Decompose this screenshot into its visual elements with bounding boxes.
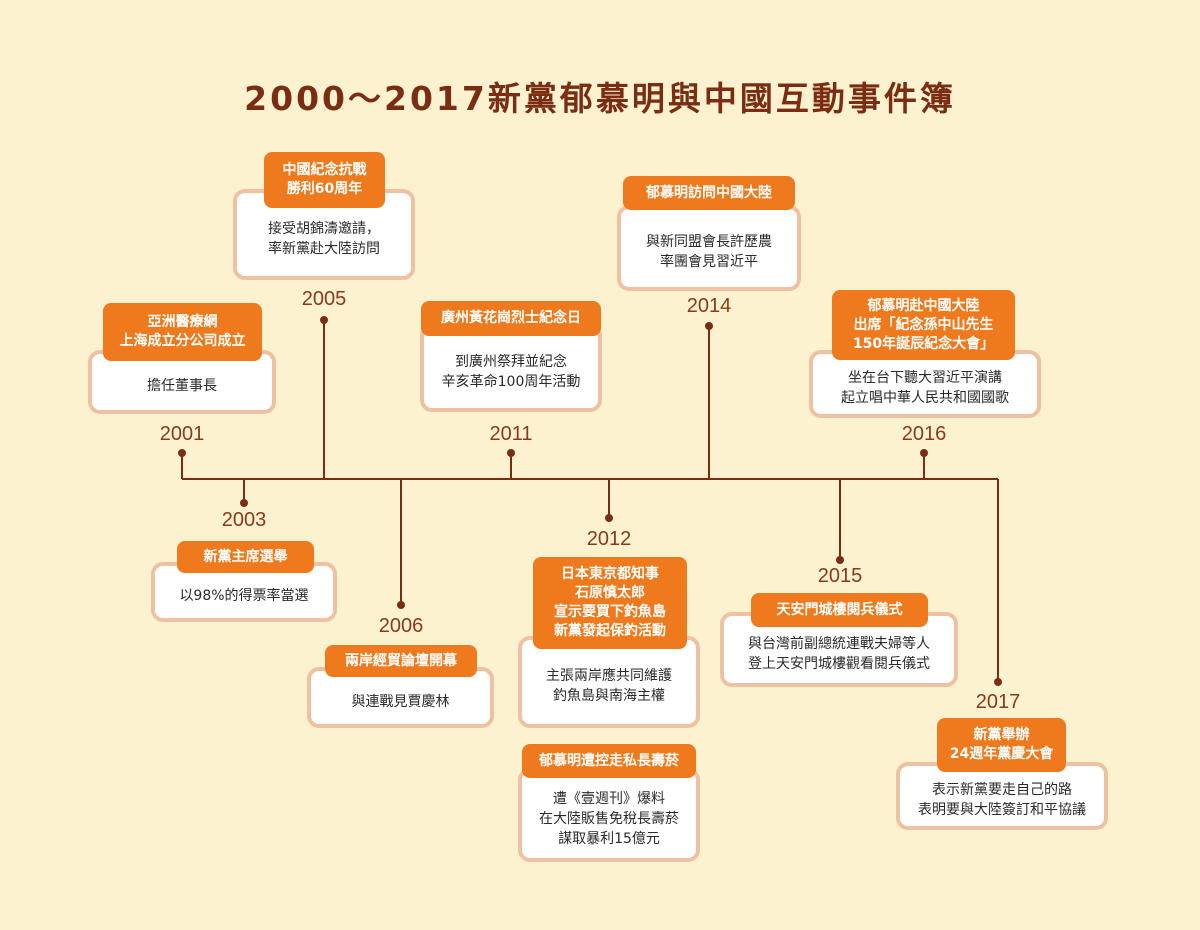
event-header-2016: 郁慕明赴中國大陸 出席「紀念孫中山先生 150年誕辰紀念大會」 [832,290,1015,360]
year-label-2015: 2015 [817,565,863,587]
event-header-2015: 天安門城樓閱兵儀式 [751,593,928,627]
dot-2006 [397,601,405,609]
year-label-2003: 2003 [221,509,267,531]
dot-2003 [240,499,248,507]
event-body-2006: 與連戰見賈慶林 [307,667,494,728]
event-body-2012: 主張兩岸應共同維護 釣魚島與南海主權 [518,636,700,728]
dot-2001 [178,449,186,457]
event-body-2017: 表示新黨要走自己的路 表明要與大陸簽訂和平協議 [896,762,1108,830]
dot-2005 [320,316,328,324]
event-body-2011: 到廣州祭拜並紀念 辛亥革命100周年活動 [420,324,602,412]
event-header-2011: 廣州黃花崗烈士紀念日 [421,301,601,336]
event-body-2016: 坐在台下聽大習近平演講 起立唱中華人民共和國國歌 [809,350,1041,418]
event-body-2005: 接受胡錦濤邀請， 率新黨赴大陸訪問 [233,189,415,280]
event-header-2003: 新黨主席選舉 [177,541,314,573]
year-label-2012: 2012 [586,528,632,550]
year-label-2001: 2001 [159,423,205,445]
dot-2011 [507,449,515,457]
year-label-2006: 2006 [378,615,424,637]
event-header-2001: 亞洲醫療網 上海成立分公司成立 [103,303,262,361]
dot-2016 [920,449,928,457]
page-title: 2000～2017新黨郁慕明與中國互動事件簿 [244,79,956,118]
year-label-2014: 2014 [686,295,732,317]
year-label-2017: 2017 [975,691,1021,713]
dot-2015 [836,556,844,564]
event-body-2014: 與新同盟會長許歷農 率團會見習近平 [617,205,801,291]
year-label-2016: 2016 [901,423,947,445]
year-label-2011: 2011 [489,423,533,445]
dot-2012 [605,514,613,522]
event-body-2012-tobacco: 遭《壹週刊》爆料 在大陸販售免稅長壽菸 謀取暴利15億元 [518,768,700,862]
year-label-2005: 2005 [301,288,347,310]
event-header-2014: 郁慕明訪問中國大陸 [623,176,795,210]
event-header-2005: 中國紀念抗戰 勝利60周年 [264,152,385,208]
dot-2017 [994,678,1002,686]
dot-2014 [705,322,713,330]
event-header-2012: 日本東京都知事 石原慎太郎 宣示要買下釣魚島 新黨發起保釣活動 [533,557,687,649]
event-header-2006: 兩岸經貿論壇開幕 [325,645,477,677]
event-header-2017: 新黨舉辦 24週年黨慶大會 [937,718,1066,772]
event-header-2012-tobacco: 郁慕明遭控走私長壽菸 [522,744,696,778]
